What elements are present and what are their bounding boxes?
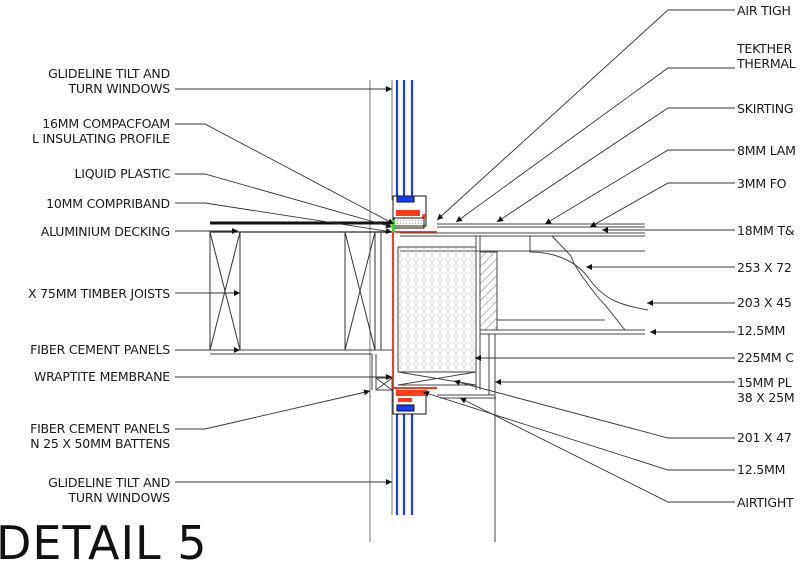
label-text: 12.5MM: [737, 462, 786, 477]
leader-right-0: [436, 9, 735, 221]
label-text: TEKTHER: [737, 41, 792, 56]
leader-left-1: [175, 123, 395, 225]
label-text: GLIDELINE TILT AND: [48, 66, 170, 81]
hatched-timber: [479, 251, 498, 331]
label-text: 16MM COMPACFOAM: [42, 116, 170, 131]
beam-profile: [529, 235, 649, 331]
upper-window-frame: [392, 195, 427, 232]
leader-left-3: [175, 202, 393, 235]
label-text: L INSULATING PROFILE: [31, 131, 170, 146]
leader-right-1: [455, 67, 735, 223]
label-text: 12.5MM: [737, 323, 786, 338]
label-text: 225MM C: [737, 350, 794, 365]
label-text: SKIRTING: [737, 101, 794, 116]
lower-glazing: [395, 412, 414, 515]
label-fiber-cement-panels: FIBER CEMENT PANELS: [30, 342, 170, 357]
section-drawing: [175, 9, 735, 542]
leader-right-3: [544, 149, 735, 225]
label-text: LIQUID PLASTIC: [74, 166, 171, 181]
leader-right-13: [459, 397, 735, 503]
label-text: WRAPTITE MEMBRANE: [33, 369, 170, 384]
lower-window-frame: [392, 387, 427, 415]
label-text: THERMAL: [737, 56, 796, 71]
airtight-membrane: [392, 231, 437, 389]
label-text: 3MM FO: [737, 176, 787, 191]
leader-right-2: [496, 107, 735, 223]
label-text: AIR TIGH: [737, 3, 791, 18]
label-timber-joists: X 75MM TIMBER JOISTS: [28, 286, 170, 301]
label-aluminium-decking: ALUMINIUM DECKING: [41, 224, 170, 239]
label-text: TURN WINDOWS: [68, 490, 170, 505]
label-text: 18MM T&: [737, 223, 795, 238]
label-203x45: 203 X 45: [737, 295, 792, 310]
leader-right-11: [453, 379, 735, 439]
label-skirting: SKIRTING: [737, 101, 794, 116]
label-text: 15MM PL: [737, 375, 792, 390]
label-253x72: 253 X 72: [737, 260, 792, 275]
label-text: X 75MM TIMBER JOISTS: [28, 286, 170, 301]
label-text: AIRTIGHT: [737, 495, 794, 510]
leader-left-2: [175, 173, 393, 229]
label-201x47: 201 X 47: [737, 430, 792, 445]
upper-glazing: [395, 80, 414, 196]
label-airtight: AIRTIGHT: [737, 495, 794, 510]
label-12-5mm-upper: 12.5MM: [737, 323, 785, 338]
detail-title: DETAIL 5: [0, 516, 208, 570]
leader-lines: [175, 9, 735, 503]
label-225mm: 225MM C: [737, 350, 794, 365]
label-text: ALUMINIUM DECKING: [40, 224, 170, 239]
label-text: 253 X 72: [737, 260, 792, 275]
label-text: N 25 X 50MM BATTENS: [30, 436, 170, 451]
label-text: FIBER CEMENT PANELS: [30, 342, 170, 357]
label-compriband: 10MM COMPRIBAND: [46, 196, 170, 211]
label-text: 8MM LAM: [737, 143, 796, 158]
timber-joists: [209, 231, 382, 351]
label-text: 203 X 45: [737, 295, 792, 310]
label-text: FIBER CEMENT PANELS: [30, 421, 170, 436]
leader-right-4: [589, 182, 735, 228]
label-wraptite-membrane: WRAPTITE MEMBRANE: [34, 369, 170, 384]
leader-right-12: [422, 390, 735, 471]
label-foam-underlay: 3MM FO: [737, 176, 787, 191]
insulation-block: [397, 246, 477, 373]
label-t-and-g: 18MM T&: [737, 223, 795, 238]
label-text: 38 X 25M: [737, 390, 795, 405]
leader-left-8: [175, 389, 371, 430]
label-text: GLIDELINE TILT AND: [48, 475, 170, 490]
label-text: 10MM COMPRIBAND: [46, 196, 170, 211]
fiber-cement-soffit: [210, 349, 393, 391]
label-laminate: 8MM LAM: [737, 143, 796, 158]
label-text: 201 X 47: [737, 430, 792, 445]
wall-lines: [369, 80, 393, 542]
ceiling-lines: [437, 319, 645, 542]
label-air-tight: AIR TIGH: [737, 3, 791, 18]
label-text: TURN WINDOWS: [68, 81, 170, 96]
label-liquid-plastic: LIQUID PLASTIC: [74, 166, 171, 181]
label-12-5mm-lower: 12.5MM: [737, 462, 785, 477]
